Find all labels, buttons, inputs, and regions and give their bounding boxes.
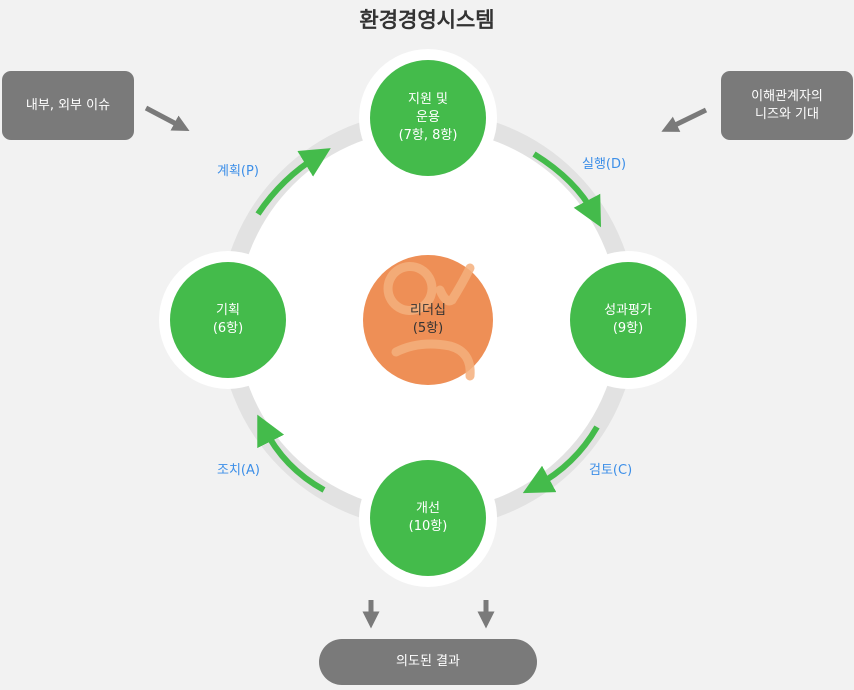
node-support-line3: (7항, 8항) bbox=[398, 128, 458, 143]
phase-label-check: 검토(C) bbox=[589, 463, 633, 478]
node-planning: 기획 (6항) bbox=[170, 262, 286, 378]
node-leadership-line1: 리더십 bbox=[410, 303, 446, 318]
node-performance-line1: 성과평가 bbox=[604, 303, 652, 318]
phase-label-plan: 계획(P) bbox=[217, 164, 259, 179]
arrow-input-left bbox=[144, 105, 190, 131]
node-improvement: 개선 (10항) bbox=[370, 460, 486, 576]
node-performance-line2: (9항) bbox=[612, 321, 644, 336]
node-performance-evaluation: 성과평가 (9항) bbox=[570, 262, 686, 378]
input-right-label-line1: 이해관계자의 bbox=[751, 88, 823, 104]
node-support-line2: 운용 bbox=[416, 110, 440, 125]
node-leadership: 리더십 (5항) bbox=[378, 270, 478, 370]
node-planning-line1: 기획 bbox=[216, 303, 240, 318]
output-intended-results: 의도된 결과 bbox=[319, 639, 537, 685]
phase-label-do: 실행(D) bbox=[582, 157, 627, 172]
arrow-do bbox=[532, 151, 602, 228]
node-planning-line2: (6항) bbox=[212, 321, 244, 336]
input-right-label-line2: 니즈와 기대 bbox=[755, 106, 819, 122]
node-improvement-line1: 개선 bbox=[416, 501, 440, 516]
arrow-plan bbox=[255, 148, 331, 216]
node-improvement-line2: (10항) bbox=[408, 519, 448, 534]
input-stakeholder-needs: 이해관계자의 니즈와 기대 bbox=[721, 71, 853, 140]
node-support-line1: 지원 및 bbox=[407, 92, 448, 107]
diagram-title: 환경경영시스템 bbox=[359, 8, 495, 32]
node-support-operation: 지원 및 운용 (7항, 8항) bbox=[370, 60, 486, 176]
phase-label-act: 조치(A) bbox=[217, 463, 260, 478]
input-internal-external-issues: 내부, 외부 이슈 bbox=[2, 71, 134, 140]
leadership-watermark-icon bbox=[383, 262, 475, 381]
arrow-check bbox=[522, 425, 600, 494]
input-left-label: 내부, 외부 이슈 bbox=[25, 97, 111, 113]
output-label: 의도된 결과 bbox=[396, 654, 460, 669]
arrow-act bbox=[257, 414, 326, 493]
node-leadership-line2: (5항) bbox=[412, 321, 444, 336]
arrow-input-right bbox=[661, 107, 708, 132]
